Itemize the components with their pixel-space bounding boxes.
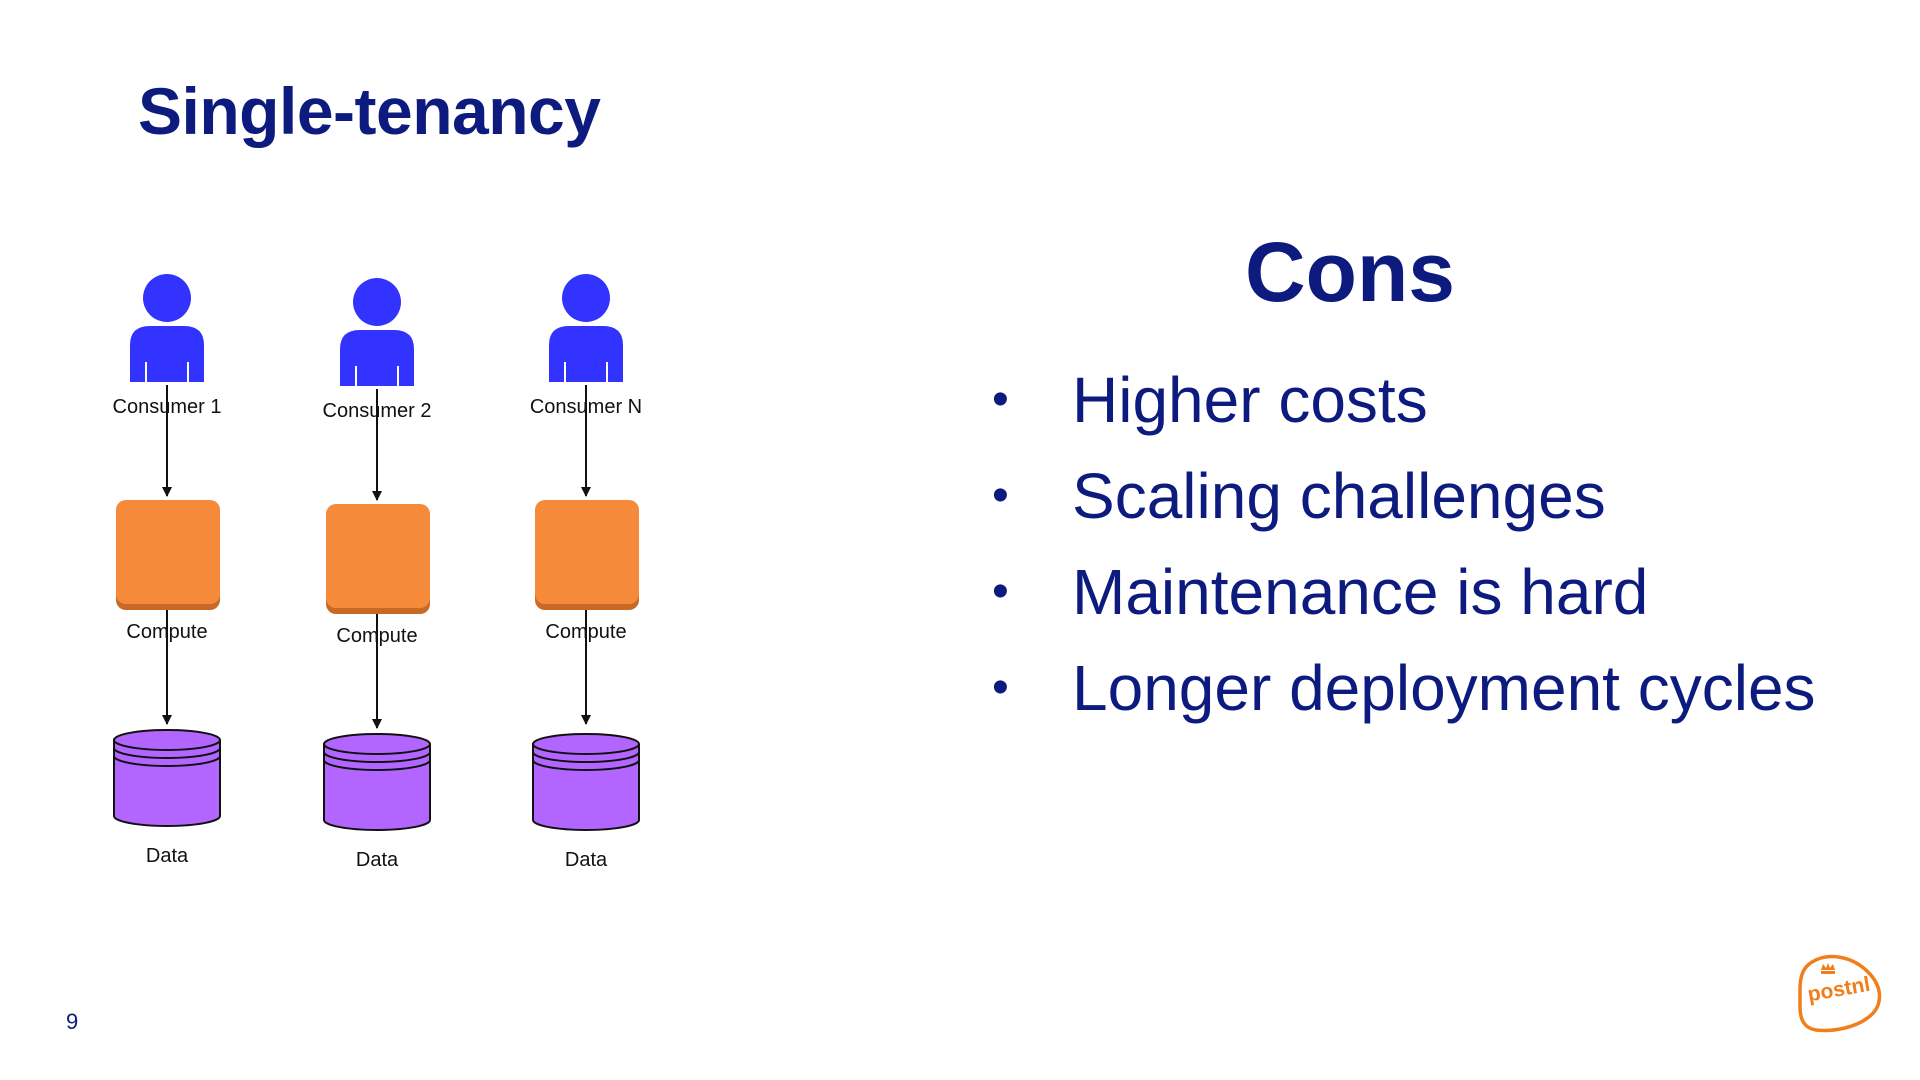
cons-list: • Higher costs • Scaling challenges • Ma… (992, 352, 1816, 736)
cons-item-text: Maintenance is hard (1072, 556, 1649, 628)
cons-list-item: • Longer deployment cycles (992, 640, 1816, 736)
postnl-logo: postnl (1798, 954, 1882, 1033)
data-label: Data (146, 845, 189, 867)
data-label: Data (356, 849, 399, 871)
consumer-icon (340, 278, 414, 386)
data-icon (532, 733, 640, 831)
bullet-icon: • (992, 469, 1009, 522)
compute-icon (535, 500, 639, 610)
consumer-icon (549, 274, 623, 382)
bullet-icon: • (992, 565, 1009, 618)
cons-list-item: • Scaling challenges (992, 448, 1816, 544)
data-label: Data (565, 849, 608, 871)
crown-icon (1821, 963, 1835, 974)
cons-item-text: Longer deployment cycles (1072, 652, 1816, 724)
compute-label: Compute (336, 625, 417, 647)
cons-item-text: Scaling challenges (1072, 460, 1606, 532)
compute-label: Compute (545, 621, 626, 643)
data-icon (113, 729, 221, 827)
cons-heading: Cons (1245, 225, 1455, 319)
compute-icon (116, 500, 220, 610)
cons-list-item: • Higher costs (992, 352, 1816, 448)
slide-title: Single-tenancy (138, 74, 601, 148)
tenant-column-3: Consumer N Compute Data (530, 274, 642, 871)
cons-list-item: • Maintenance is hard (992, 544, 1816, 640)
data-icon (323, 733, 431, 831)
page-number: 9 (66, 1009, 79, 1034)
bullet-icon: • (992, 373, 1009, 426)
compute-icon (326, 504, 430, 614)
logo-outline (1798, 954, 1882, 1033)
bullet-icon: • (992, 661, 1009, 714)
tenant-column-1: Consumer 1 Compute Data (113, 274, 221, 867)
cons-item-text: Higher costs (1072, 364, 1428, 436)
compute-label: Compute (126, 621, 207, 643)
consumer-icon (130, 274, 204, 382)
tenant-column-2: Consumer 2 Compute Data (323, 278, 431, 871)
